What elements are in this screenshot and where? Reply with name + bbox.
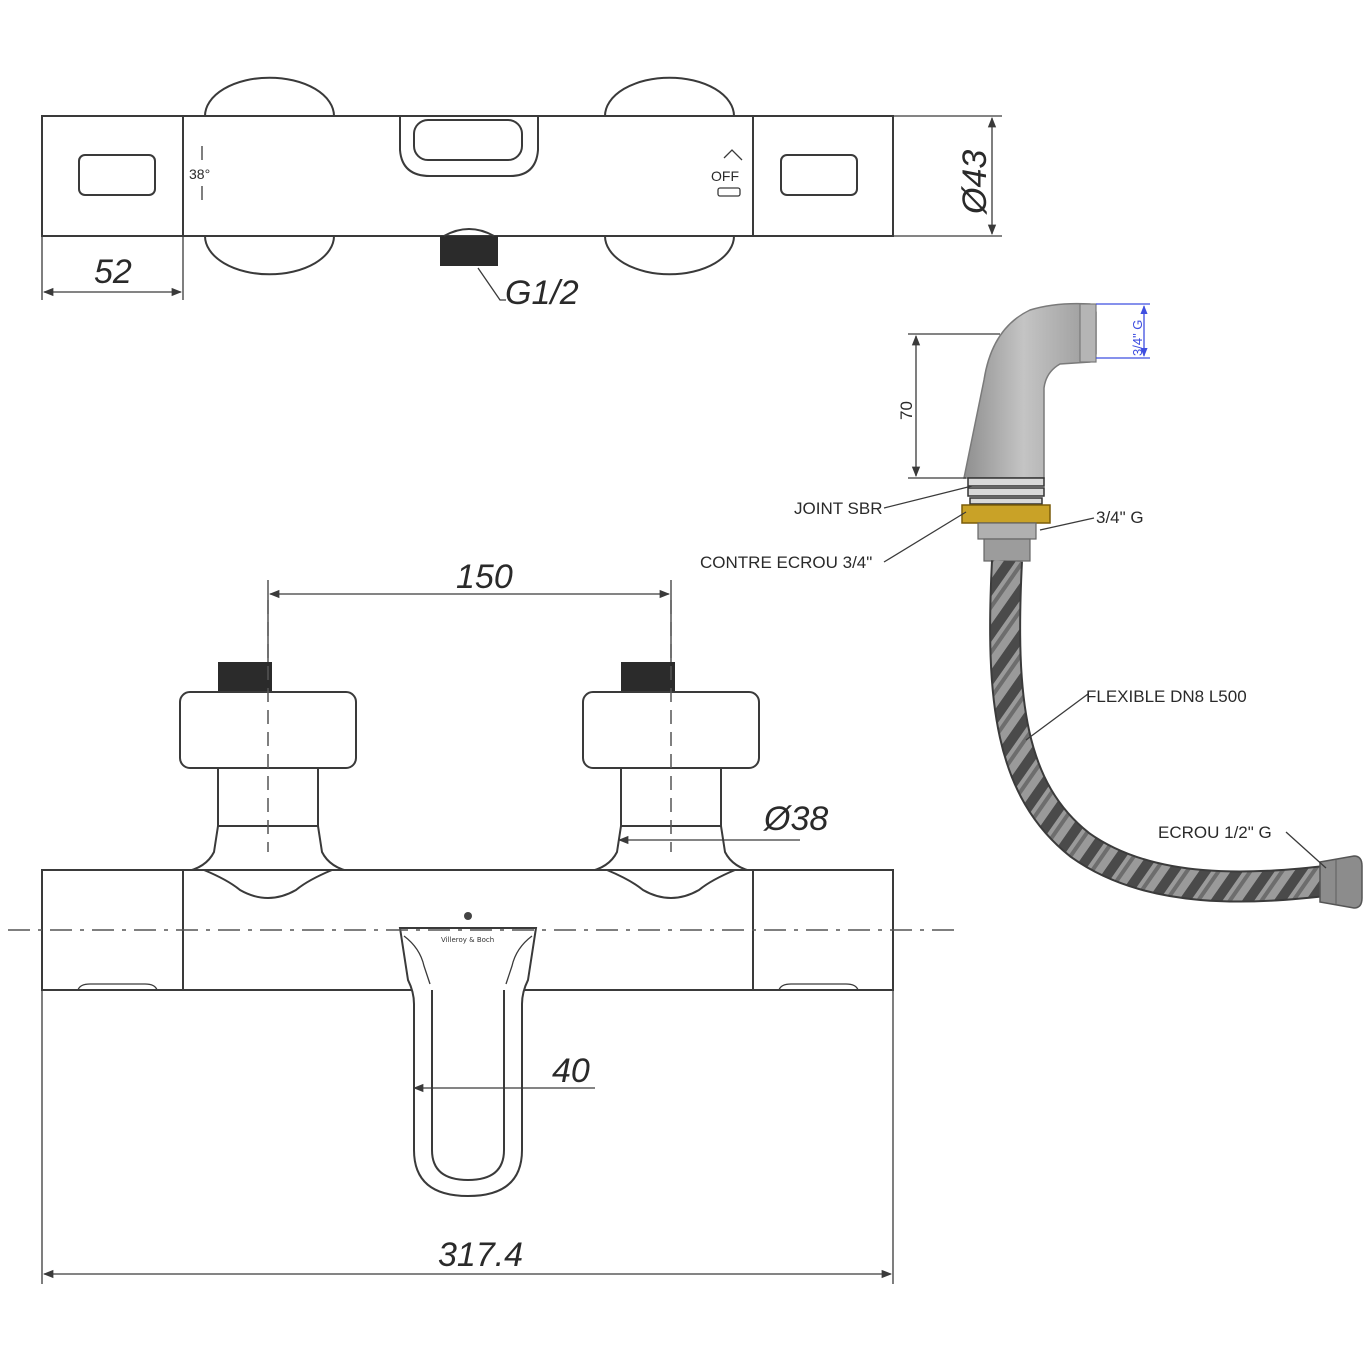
- height-dimension: 70: [897, 401, 916, 420]
- diameter-dimension: Ø43: [956, 150, 994, 215]
- right-inlet-thread: [621, 662, 675, 692]
- inlet-diameter-dimension: Ø38: [763, 800, 828, 838]
- thread-label: 3/4" G: [1096, 508, 1144, 527]
- right-end-cap-recess: [780, 154, 858, 196]
- total-length-dimension: 317.4: [438, 1236, 523, 1274]
- top-view: 38° OFF G1/2 52 Ø43: [41, 76, 1002, 312]
- end-nut-label: ECROU 1/2" G: [1158, 823, 1272, 842]
- spout: [398, 927, 538, 1198]
- flexible-hose: [991, 560, 1336, 901]
- right-knob-bottom-edge: [604, 235, 735, 276]
- hand-shower-head: [963, 302, 1097, 479]
- hose-label: FLEXIBLE DN8 L500: [1086, 687, 1247, 706]
- left-inlet-thread: [218, 662, 272, 692]
- outlet-thread-dimension: 3/4" G: [1130, 320, 1145, 356]
- temperature-mark: 38°: [189, 166, 210, 182]
- left-knob-bottom-edge: [204, 235, 335, 276]
- off-mark: OFF: [711, 168, 739, 184]
- spout-top: [399, 116, 539, 177]
- left-knob-top-edge: [204, 76, 335, 117]
- hand-shower: 3/4" G 70 JOINT SBR 3/4" G CONTRE ECROU …: [700, 302, 1363, 909]
- inlet-spacing-dimension: 150: [456, 558, 513, 596]
- lock-nut: [961, 504, 1051, 524]
- joint-label: JOINT SBR: [794, 499, 882, 518]
- brand-mark: Villeroy & Boch: [441, 936, 494, 944]
- inlet-label: G1/2: [505, 274, 579, 312]
- front-view: 150 Villeroy & Boch: [8, 558, 960, 1284]
- right-knob-top-edge: [604, 76, 735, 117]
- spout-width-dimension: 40: [552, 1052, 590, 1090]
- bottom-inlet-thread: [440, 236, 498, 266]
- lock-nut-label: CONTRE ECROU 3/4": [700, 553, 872, 572]
- left-end-cap-recess: [78, 154, 156, 196]
- end-nut: [1319, 855, 1363, 909]
- width-dimension: 52: [94, 253, 132, 291]
- off-arrow-icon: [723, 149, 743, 161]
